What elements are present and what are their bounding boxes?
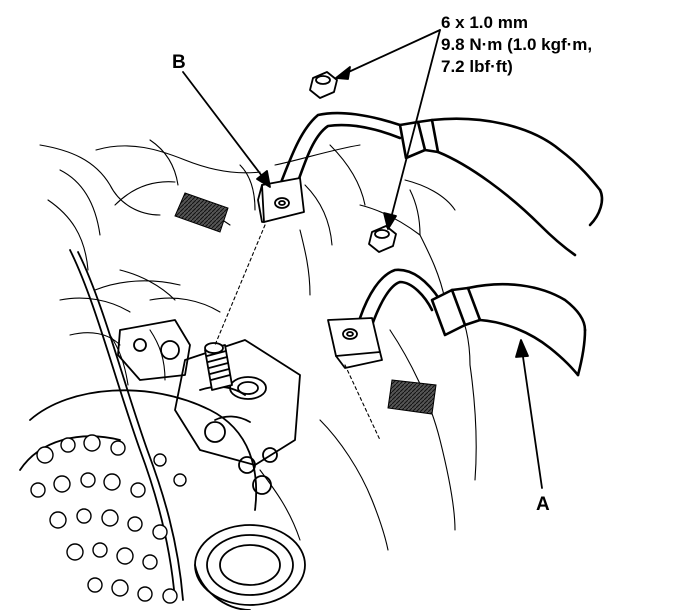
callout-b-label: B [172,52,186,73]
flange-lower [327,317,383,369]
nut-lower [368,225,397,253]
hatched-patch-lower [387,379,437,415]
upper-suction-pipe [278,111,604,257]
torque-spec-line-1: 6 x 1.0 mm [441,13,528,32]
threaded-stud [204,342,233,391]
nut-upper [309,71,338,99]
shroud-holes [30,434,187,604]
flange-b [257,177,305,223]
compressor-body [19,319,306,610]
torque-spec-line-2: 9.8 N·m (1.0 kgf·m, [441,35,592,54]
engine-background-outline [39,139,477,601]
callout-a-label: A [536,494,550,515]
hatched-patch-upper [174,192,229,233]
leader-lines [182,29,543,489]
torque-spec-line-3: 7.2 lbf·ft) [441,57,513,76]
discharge-hose-a [358,268,587,377]
